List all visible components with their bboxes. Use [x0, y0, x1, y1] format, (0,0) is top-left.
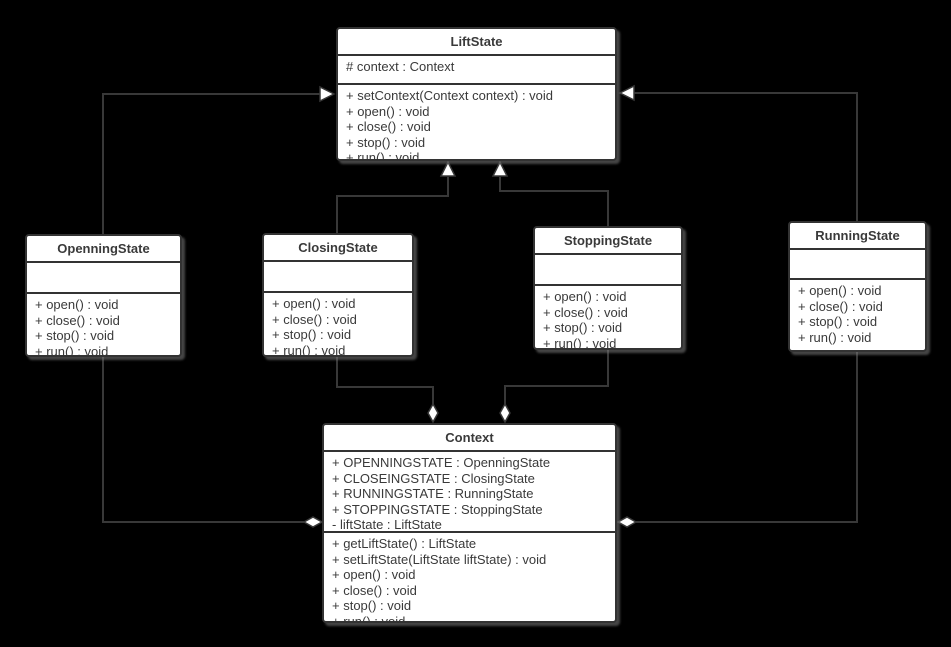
class-attributes [535, 255, 681, 286]
member-row: + stop() : void [543, 320, 623, 335]
class-title: LiftState [338, 29, 615, 56]
member-row: + open() : void [798, 283, 882, 298]
class-stoppingstate[interactable]: StoppingState + open() : void+ close() :… [533, 226, 683, 350]
hollow-diamond [616, 516, 638, 528]
generalization-openningstate-liftstate[interactable] [102, 85, 336, 234]
class-title: ClosingState [264, 235, 412, 262]
aggregation-openningstate-context[interactable] [102, 357, 324, 528]
class-methods: + getLiftState() : LiftState+ setLiftSta… [324, 533, 615, 623]
class-attributes: + OPENNINGSTATE : OpenningState+ CLOSEIN… [324, 452, 615, 533]
member-row: + run() : void [346, 150, 420, 161]
member-row: + open() : void [272, 296, 356, 311]
member-row: + stop() : void [346, 134, 426, 150]
member-row: + close() : void [272, 311, 357, 327]
class-title: StoppingState [535, 228, 681, 255]
member-row: + open() : void [332, 567, 416, 582]
member-row: + stop() : void [35, 328, 115, 343]
member-row: + run() : void [332, 613, 406, 623]
member-row: + stop() : void [272, 327, 352, 342]
hollow-triangle-arrowhead [439, 160, 457, 177]
hollow-diamond [427, 402, 439, 424]
class-closingstate[interactable]: ClosingState + open() : void+ close() : … [262, 233, 414, 357]
class-attributes: # context : Context [338, 56, 615, 85]
member-row: + open() : void [543, 289, 627, 304]
class-liftstate[interactable]: LiftState # context : Context + setConte… [336, 27, 617, 161]
hollow-triangle-arrowhead [618, 84, 635, 102]
class-methods: + open() : void+ close() : void+ stop() … [535, 286, 681, 350]
class-attributes [27, 263, 180, 294]
member-row: + setContext(Context context) : void [346, 88, 554, 103]
member-row: + CLOSEINGSTATE : ClosingState [332, 470, 535, 486]
class-attributes [264, 262, 412, 293]
class-runningstate[interactable]: RunningState + open() : void+ close() : … [788, 221, 927, 352]
aggregation-runningstate-context[interactable] [616, 352, 858, 528]
hollow-diamond [499, 402, 511, 424]
hollow-diamond [302, 516, 324, 528]
hollow-triangle-arrowhead [491, 160, 509, 177]
class-methods: + open() : void+ close() : void+ stop() … [264, 293, 412, 357]
aggregation-stoppingstate-context[interactable] [499, 350, 609, 424]
member-row: + close() : void [346, 119, 431, 134]
member-row: # context : Context [346, 59, 455, 74]
member-row: + close() : void [332, 582, 417, 598]
aggregation-closingstate-context[interactable] [336, 357, 439, 424]
generalization-closingstate-liftstate[interactable] [336, 160, 457, 234]
member-row: + stop() : void [332, 598, 412, 613]
member-row: + RUNNINGSTATE : RunningState [332, 486, 534, 501]
member-row: + run() : void [798, 329, 872, 345]
class-attributes [790, 250, 925, 280]
class-methods: + open() : void+ close() : void+ stop() … [790, 280, 925, 350]
member-row: + run() : void [35, 343, 109, 357]
class-title: RunningState [790, 223, 925, 250]
class-methods: + setContext(Context context) : void+ op… [338, 85, 615, 161]
member-row: + close() : void [798, 298, 883, 314]
member-row: + close() : void [543, 304, 628, 320]
member-row: + open() : void [346, 103, 430, 119]
hollow-triangle-arrowhead [319, 85, 336, 103]
class-context[interactable]: Context + OPENNINGSTATE : OpenningState+… [322, 423, 617, 623]
class-title: Context [324, 425, 615, 452]
member-row: + getLiftState() : LiftState [332, 536, 477, 551]
member-row: - liftState : LiftState [332, 517, 442, 532]
member-row: + OPENNINGSTATE : OpenningState [332, 455, 551, 470]
member-row: + STOPPINGSTATE : StoppingState [332, 501, 543, 517]
generalization-stoppingstate-liftstate[interactable] [491, 160, 609, 226]
class-openningstate[interactable]: OpenningState + open() : void+ close() :… [25, 234, 182, 357]
class-methods: + open() : void+ close() : void+ stop() … [27, 294, 180, 357]
member-row: + stop() : void [798, 314, 878, 329]
member-row: + setLiftState(LiftState liftState) : vo… [332, 551, 547, 567]
member-row: + run() : void [543, 335, 617, 350]
class-title: OpenningState [27, 236, 180, 263]
member-row: + close() : void [35, 312, 120, 328]
member-row: + run() : void [272, 342, 346, 357]
member-row: + open() : void [35, 297, 119, 312]
generalization-runningstate-liftstate[interactable] [618, 84, 858, 221]
